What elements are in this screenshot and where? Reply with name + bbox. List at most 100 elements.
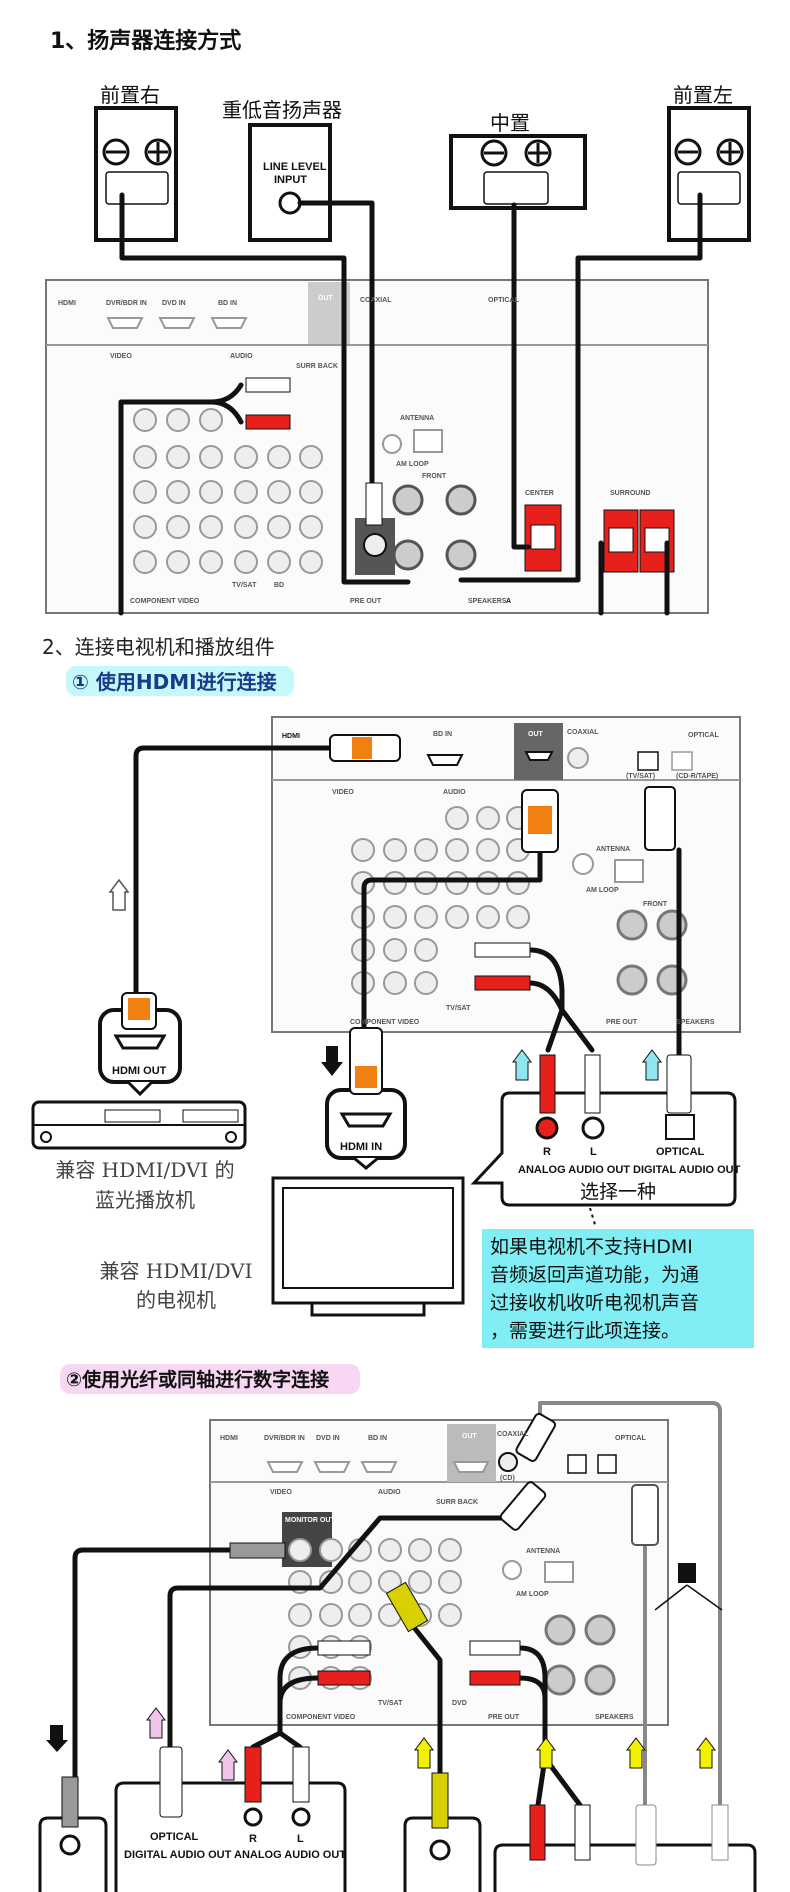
pre-out-label: PRE OUT <box>488 1714 520 1721</box>
rca-jack <box>133 408 157 432</box>
center-terminal <box>524 504 562 572</box>
white-rca-plug <box>469 1640 521 1656</box>
hdmi-in-label: HDMI IN <box>340 1141 382 1153</box>
arrow-down-icon <box>46 1725 68 1752</box>
audio-label: AUDIO <box>230 353 253 360</box>
subwoofer <box>248 123 332 242</box>
l-jack-icon <box>291 1807 311 1827</box>
rca-jack <box>133 515 157 539</box>
rca-jack <box>319 1570 343 1594</box>
dvd-in-label: DVD IN <box>316 1435 340 1442</box>
speaker-terminals-icon <box>102 138 744 205</box>
rca-jack <box>267 445 291 469</box>
rca-jack <box>299 550 323 574</box>
optical-plug <box>159 1746 183 1818</box>
rca-jack <box>199 515 223 539</box>
hdmi-out-label: HDMI OUT <box>112 1065 167 1077</box>
dvd-in-label: DVD IN <box>162 300 186 307</box>
digital-audio-out-label: DIGITAL AUDIO OUT <box>633 1164 741 1176</box>
hdmi-label: HDMI <box>220 1435 238 1442</box>
optical-port <box>567 1454 587 1474</box>
component-video-label: COMPONENT VIDEO <box>286 1714 356 1721</box>
rca-jack <box>166 480 190 504</box>
white-rca-plug <box>245 377 291 393</box>
rca-jack <box>414 938 438 962</box>
surround-cables <box>598 540 670 616</box>
optical-label: OPTICAL <box>688 732 719 739</box>
analog-audio-out-label: ANALOG AUDIO OUT <box>518 1164 630 1176</box>
yellow-arrows <box>414 1737 716 1769</box>
am-loop-label: AM LOOP <box>396 461 429 468</box>
optical-port <box>597 1454 617 1474</box>
rca-jack <box>133 445 157 469</box>
composite-cable <box>405 1617 443 1776</box>
antenna-terminal <box>614 859 644 883</box>
monitor-out-label: MONITOR OUT <box>285 1517 335 1524</box>
rca-jack <box>408 1538 432 1562</box>
line-level-label: LINE LEVEL <box>263 161 327 173</box>
choose-one-label: 选择一种 <box>580 1181 656 1203</box>
component-video-label: COMPONENT VIDEO <box>130 598 200 605</box>
antenna-terminal <box>413 429 443 453</box>
analog-r-label: R <box>249 1833 257 1845</box>
rca-jack <box>267 515 291 539</box>
hdmi-subtitle: ① 使用HDMI进行连接 <box>72 670 277 694</box>
bd-in-label: BD IN <box>368 1435 387 1442</box>
red-rca-plug <box>529 1804 546 1861</box>
rca-jack <box>476 838 500 862</box>
subwoofer-plug <box>365 482 383 526</box>
audio-cable <box>118 382 244 616</box>
note-box <box>482 1229 754 1348</box>
coaxial-plug <box>499 1481 547 1531</box>
receiver-jack-grid <box>133 408 323 574</box>
rca-jack <box>133 480 157 504</box>
optical-port <box>637 751 659 771</box>
rca-jack <box>506 871 530 895</box>
hdmi-plug <box>355 1066 377 1088</box>
rca-jack <box>267 550 291 574</box>
hdmi-out-label: OUT <box>318 295 334 302</box>
yellow-rca-plug <box>431 1772 449 1829</box>
coaxial-plug <box>515 1412 557 1462</box>
antenna-label: ANTENNA <box>400 415 434 422</box>
audio-label: AUDIO <box>378 1489 401 1496</box>
coaxial-label: COAXIAL <box>360 297 392 304</box>
red-rca-plug <box>245 414 291 430</box>
optical-plug <box>666 1054 692 1114</box>
rca-jack <box>319 1603 343 1627</box>
rca-jack <box>438 1603 462 1627</box>
analog-audio-out-label: ANALOG AUDIO OUT <box>234 1849 346 1861</box>
coaxial-label: COAXIAL <box>497 1431 529 1438</box>
rca-jack <box>166 445 190 469</box>
optical-label: OPTICAL <box>150 1831 199 1843</box>
rca-jack <box>348 1570 372 1594</box>
r-jack-icon <box>535 1116 559 1140</box>
antenna-jack <box>572 853 594 875</box>
rca-jack <box>445 871 469 895</box>
optical-plug <box>631 1484 659 1546</box>
rca-jack <box>348 1603 372 1627</box>
surr-back-label: SURR BACK <box>296 363 338 370</box>
rca-jack <box>414 971 438 995</box>
coaxial-label: COAXIAL <box>567 729 599 736</box>
arrow-up-icon <box>642 1049 662 1081</box>
hdmi-plug <box>528 806 552 834</box>
speakers-label: SPEAKERS <box>468 598 507 605</box>
hdmi-cable-tv <box>361 847 543 1031</box>
dvd-label: DVD <box>452 1700 467 1707</box>
arrow-up-icon <box>512 1049 532 1081</box>
rca-jack-icon <box>278 191 302 215</box>
digital-subtitle: ②使用光纤或同轴进行数字连接 <box>66 1368 329 1391</box>
rca-jack <box>199 480 223 504</box>
center-terminal-label: CENTER <box>525 490 554 497</box>
coaxial-jack <box>498 1452 518 1472</box>
arrow-down-icon <box>321 1046 343 1076</box>
rca-jack <box>234 550 258 574</box>
speakers-badge: A <box>506 598 511 605</box>
rca-jack <box>166 550 190 574</box>
optical-plug <box>644 786 676 851</box>
speakers-label: SPEAKERS <box>595 1714 634 1721</box>
optical-label: OPTICAL <box>656 1146 705 1158</box>
arrow-up-icon <box>536 1737 556 1769</box>
